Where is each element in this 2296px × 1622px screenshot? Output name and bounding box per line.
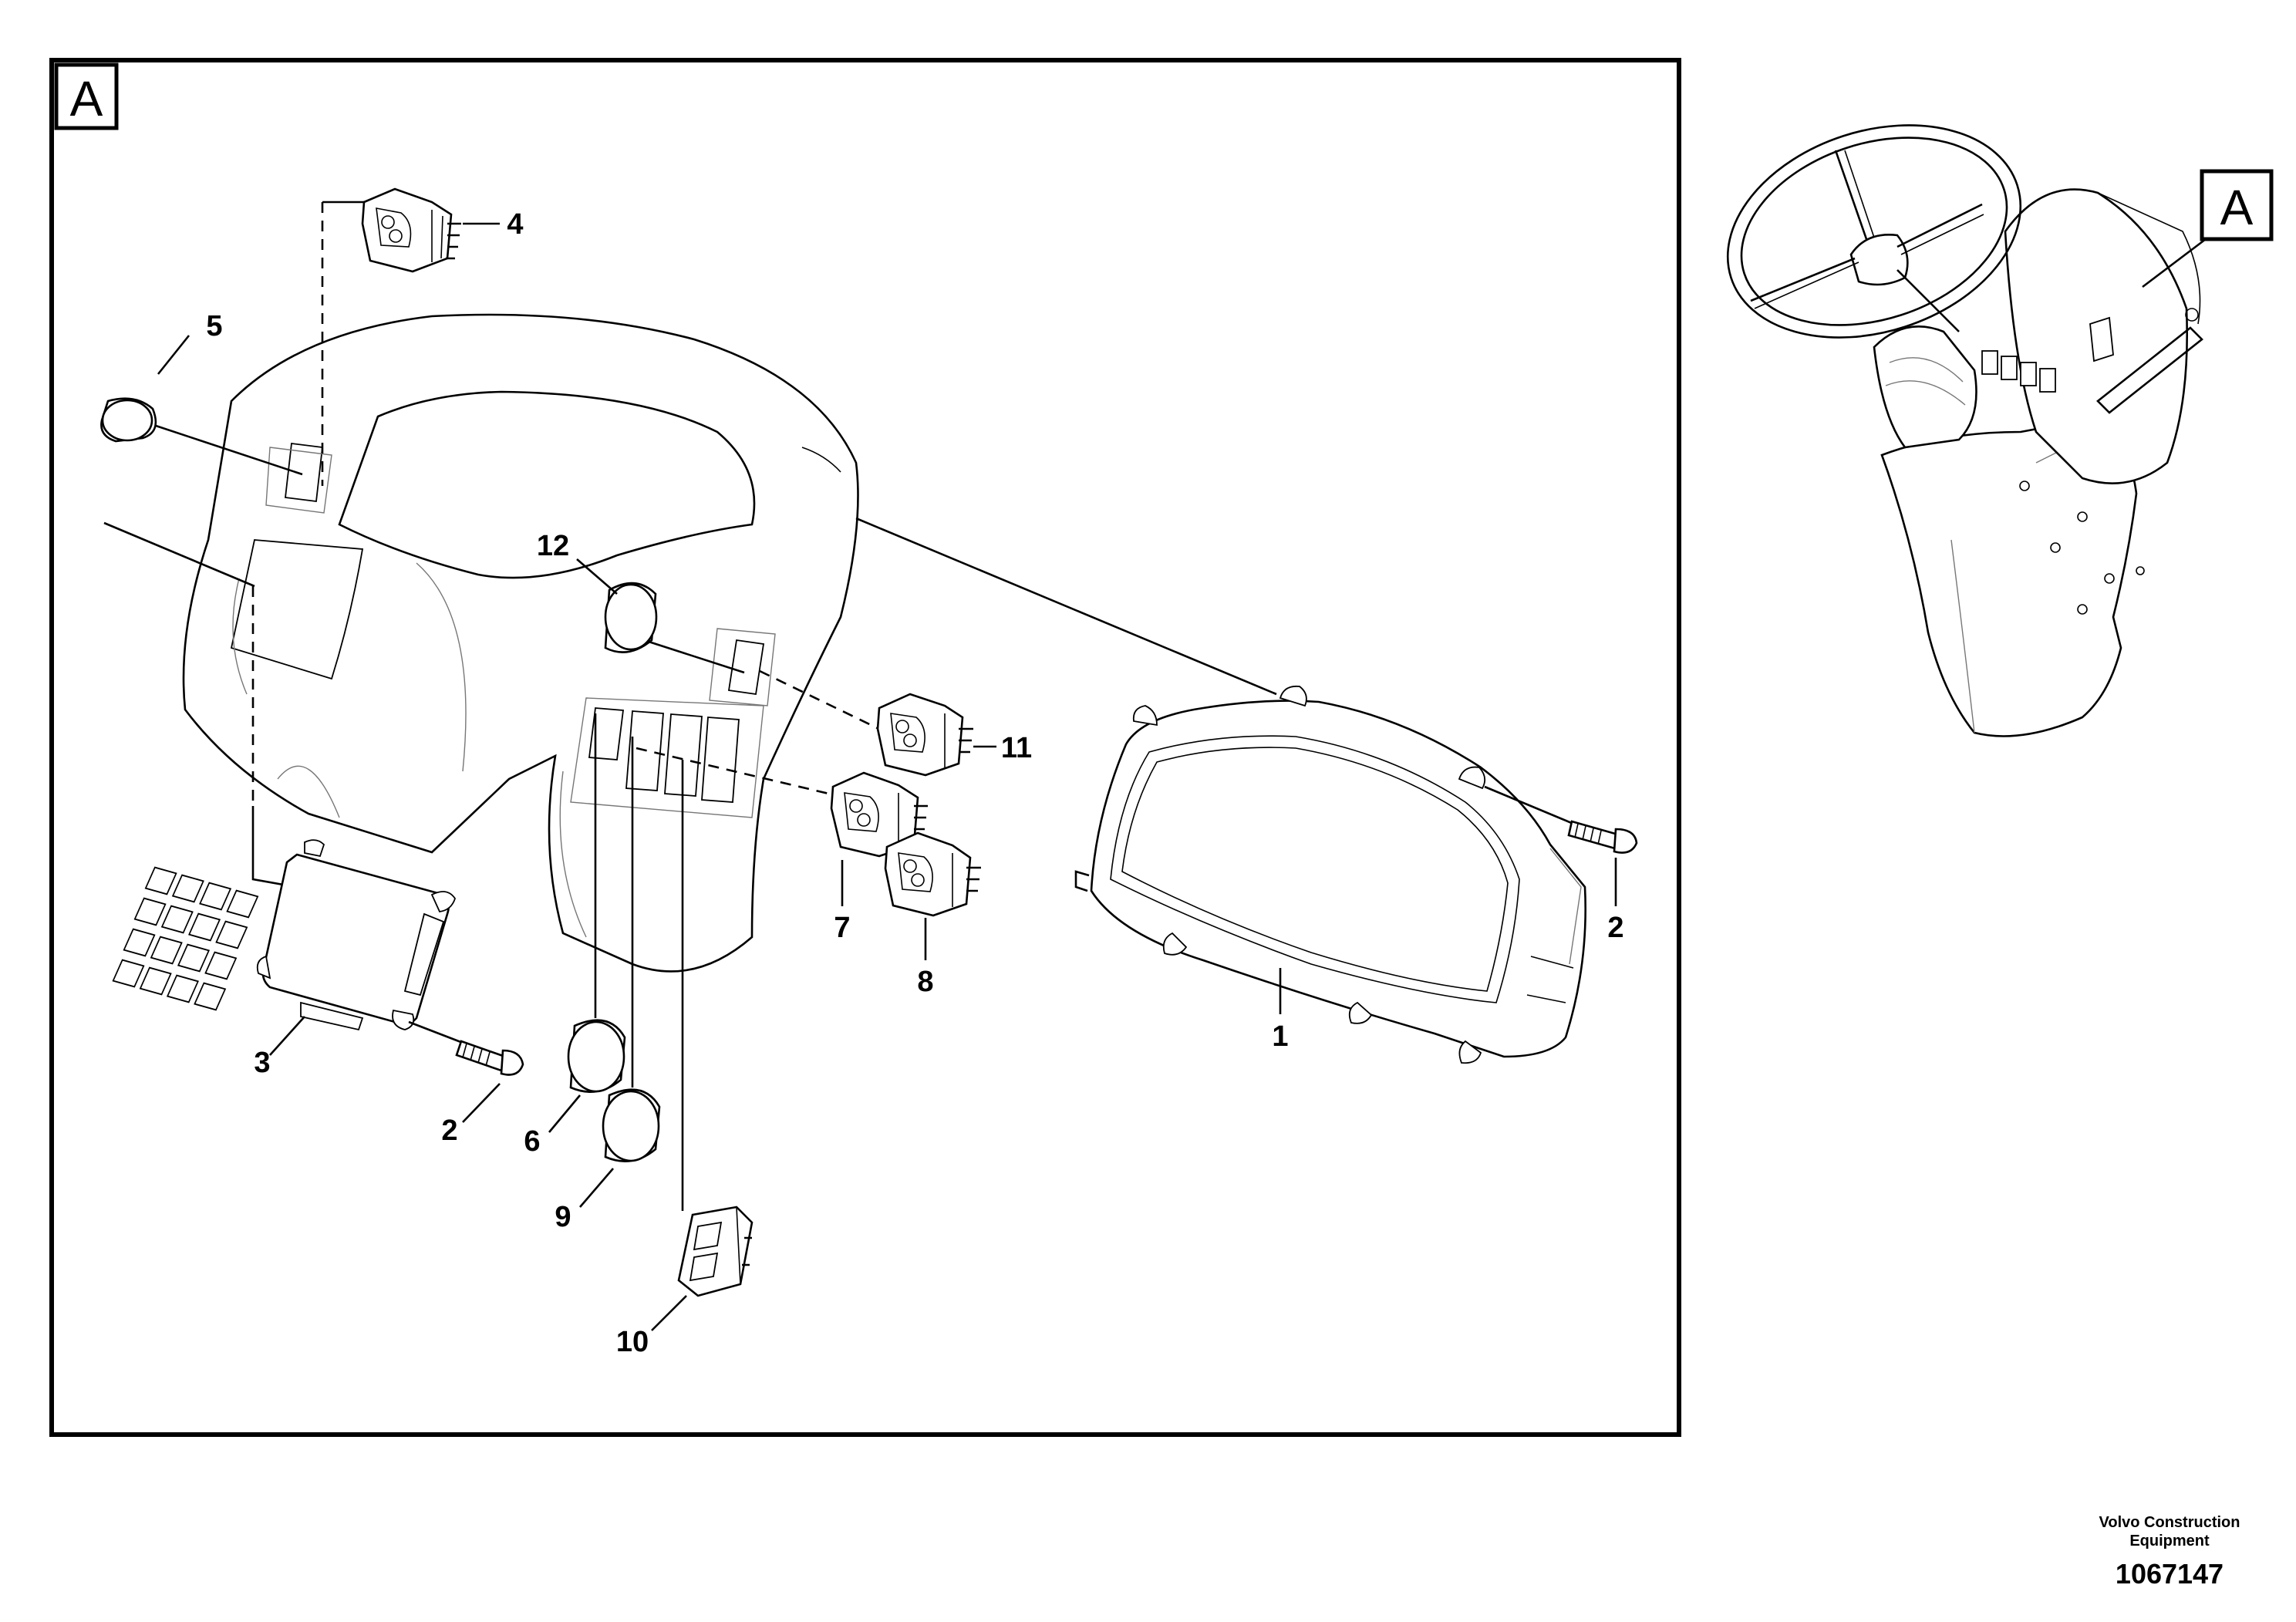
knob-6 xyxy=(567,1019,626,1093)
overview-leader xyxy=(2142,238,2207,288)
leader-line-9-bottom xyxy=(579,1168,614,1208)
overview-illustration xyxy=(1726,124,2203,737)
keypad-3 xyxy=(112,839,456,1031)
callout-2b: 2 xyxy=(1607,912,1623,944)
brand-line-1: Volvo Construction xyxy=(2099,1514,2240,1531)
dashed-line-11 xyxy=(759,669,888,734)
leader-line-12 xyxy=(643,639,745,674)
leader-line-10-bottom xyxy=(651,1295,687,1331)
dashboard-panel xyxy=(182,313,859,973)
detail-view-tag: A xyxy=(54,62,119,130)
callout-10: 10 xyxy=(616,1326,649,1358)
overview-view-letter: A xyxy=(2220,180,2254,235)
screw-2-right xyxy=(1567,820,1638,854)
screw-2-left xyxy=(455,1040,524,1076)
leader-line-2a xyxy=(462,1083,501,1123)
brand-line-2: Equipment xyxy=(2129,1533,2210,1549)
callout-5: 5 xyxy=(206,310,222,342)
knob-12 xyxy=(604,582,658,653)
detail-frame xyxy=(49,58,1681,1437)
callout-8: 8 xyxy=(917,966,933,998)
switch-8 xyxy=(884,831,981,917)
leader-line-6-bottom xyxy=(548,1094,581,1133)
leader-line-2b-top xyxy=(1484,785,1574,825)
callout-7: 7 xyxy=(834,912,850,944)
leader-line-2a-top xyxy=(408,1020,464,1044)
callout-2a: 2 xyxy=(441,1114,457,1147)
leader-line-12-top xyxy=(576,558,618,595)
switch-11 xyxy=(876,693,973,777)
detail-view-letter: A xyxy=(70,71,103,126)
callout-1: 1 xyxy=(1272,1020,1288,1053)
switch-4 xyxy=(361,187,461,273)
keypad-buttons xyxy=(112,866,259,1011)
callout-9: 9 xyxy=(555,1201,571,1233)
leader-line-3 xyxy=(269,1016,305,1056)
leader-line-3-top xyxy=(103,521,255,588)
leader-line-1 xyxy=(855,517,1277,696)
overview-view-tag: A xyxy=(2200,169,2274,241)
knob-5 xyxy=(100,397,157,443)
callout-4: 4 xyxy=(507,208,523,241)
callout-3: 3 xyxy=(254,1047,270,1079)
leader-line-5-top xyxy=(157,335,190,375)
callout-11: 11 xyxy=(1001,732,1032,764)
instrument-cluster-1 xyxy=(1074,685,1587,1064)
knob-9 xyxy=(602,1088,661,1162)
leader-line-5 xyxy=(146,421,303,476)
callout-12: 12 xyxy=(537,530,569,562)
callout-6: 6 xyxy=(524,1125,540,1158)
drawing-number: 1067147 xyxy=(2116,1558,2224,1590)
switch-10 xyxy=(677,1206,754,1297)
